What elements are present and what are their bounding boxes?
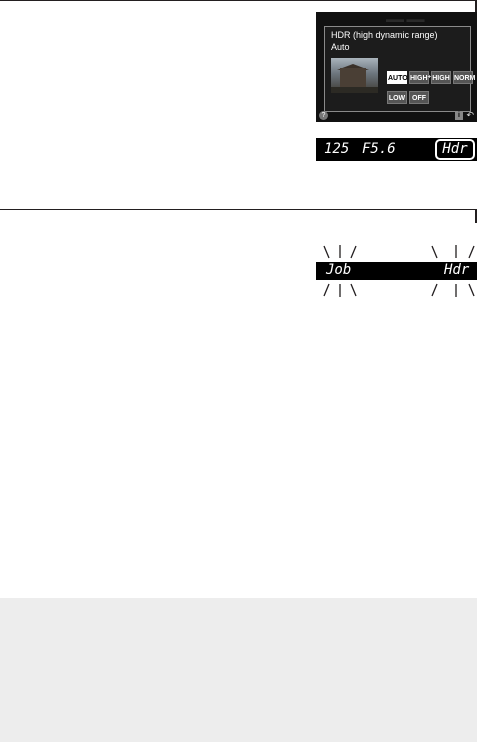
thumbnail-ground bbox=[331, 87, 378, 93]
dialog-current-value: Auto bbox=[331, 42, 350, 52]
hdr-indicator-box: Hdr bbox=[435, 139, 475, 160]
dialog-title: HDR (high dynamic range) bbox=[331, 30, 438, 40]
lcd-background-menu: ▬▬ ▬▬ bbox=[386, 14, 425, 24]
blink-lines-top bbox=[323, 245, 475, 259]
info-icon[interactable]: i bbox=[455, 111, 463, 120]
footer-gray-block bbox=[0, 598, 477, 742]
top-rule-tick bbox=[475, 0, 477, 14]
hdr-option-norm[interactable]: NORM bbox=[453, 71, 475, 84]
top-rule bbox=[0, 0, 477, 1]
thumbnail-roof bbox=[337, 64, 369, 70]
preview-thumbnail bbox=[331, 58, 378, 93]
shutter-speed: 125 bbox=[324, 141, 350, 157]
hdr-option-high-plus[interactable]: HIGH⁺ bbox=[409, 71, 431, 84]
blinking-panel-display: Job Hdr bbox=[316, 262, 477, 280]
job-text: Job bbox=[326, 262, 352, 278]
return-arrow-icon[interactable]: ↶ bbox=[466, 110, 474, 120]
middle-rule-tick bbox=[475, 209, 477, 223]
hdr-option-off[interactable]: OFF bbox=[409, 91, 429, 104]
hdr-option-auto[interactable]: AUTO bbox=[387, 71, 408, 84]
hdr-option-high[interactable]: HIGH bbox=[431, 71, 451, 84]
camera-lcd-screen: ▬▬ ▬▬ HDR (high dynamic range) Auto AUTO… bbox=[316, 12, 477, 122]
control-panel-display: 125 F5.6 Hdr bbox=[316, 138, 477, 161]
hdr-option-low[interactable]: LOW bbox=[387, 91, 407, 104]
aperture: F5.6 bbox=[362, 141, 396, 157]
hdr-indicator: Hdr bbox=[442, 141, 468, 157]
hdr-blink-text: Hdr bbox=[444, 262, 470, 278]
question-icon[interactable]: ? bbox=[319, 111, 328, 120]
middle-rule bbox=[0, 209, 477, 210]
blink-lines-bottom bbox=[323, 283, 475, 297]
thumbnail-building bbox=[340, 68, 366, 88]
